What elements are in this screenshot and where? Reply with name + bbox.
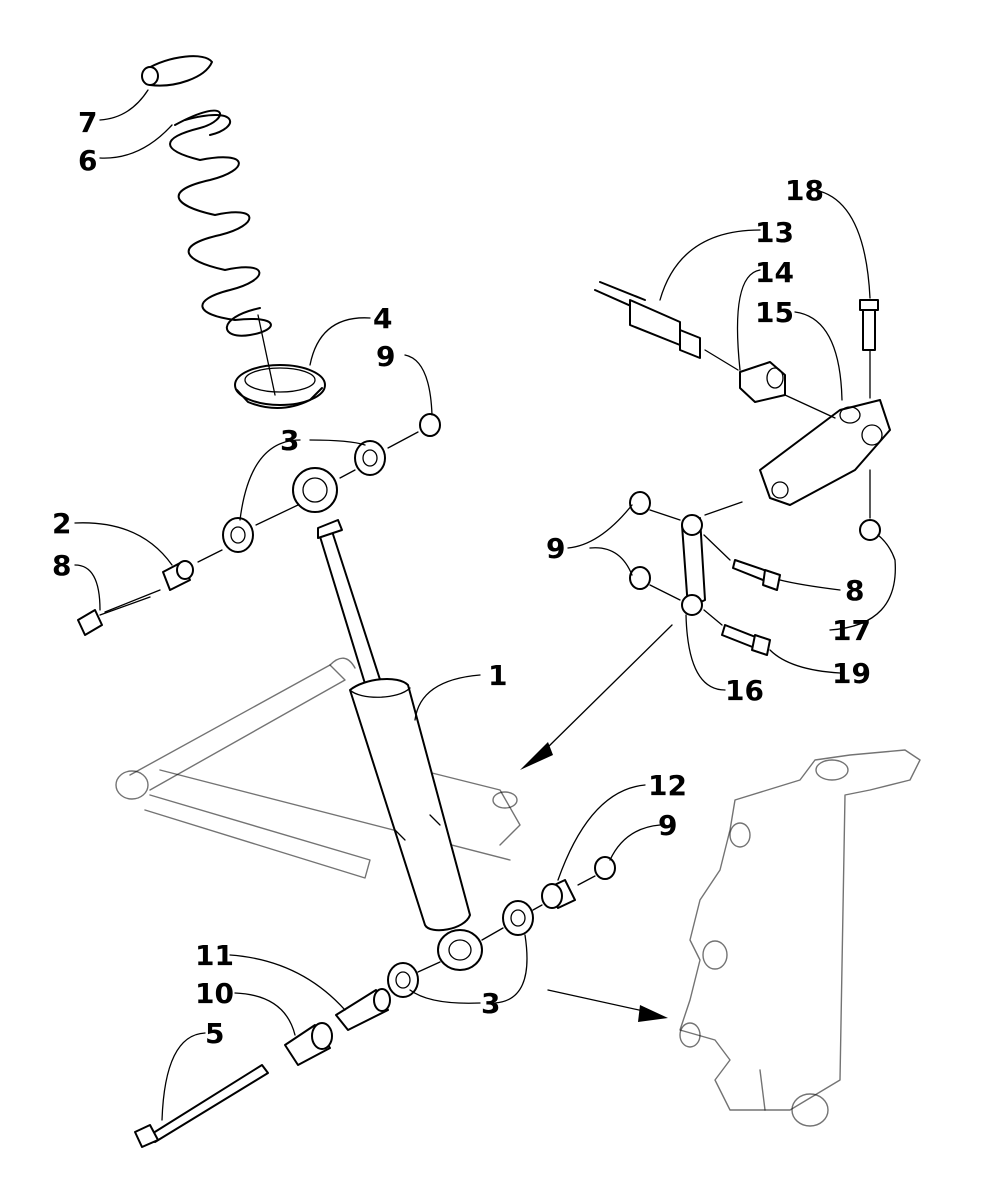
callout-5: 5: [205, 1017, 224, 1050]
callout-16: 16: [725, 674, 764, 707]
sway-bar: [594, 281, 701, 359]
spring-seat: [234, 364, 326, 410]
callout-4: 4: [373, 302, 392, 335]
upper-axis-line: [104, 431, 419, 613]
sway-bar-bushing: [739, 361, 786, 403]
lower-nut: [594, 856, 616, 880]
upper-nut: [419, 413, 441, 437]
callout-6: 6: [78, 144, 97, 177]
sway-axis-lines: [649, 349, 871, 626]
callout-18: 18: [785, 174, 824, 207]
sway-bar-arm: [759, 399, 891, 506]
spindle-ghost: [679, 749, 921, 1127]
upper-spacer: [162, 560, 194, 591]
upper-bushing-left: [222, 517, 254, 553]
spring-retainer: [141, 55, 213, 87]
sway-bar-bolt-18: [859, 299, 879, 351]
lower-sleeve-11: [335, 988, 391, 1031]
lower-bolt: [134, 1064, 269, 1148]
callout-3-upper: 3: [280, 424, 299, 457]
callout-3-lower: 3: [481, 987, 500, 1020]
lower-bushing-12: [541, 879, 576, 909]
link-nut-lower: [629, 566, 651, 590]
callout-12: 12: [648, 769, 687, 802]
link-bolt-19: [721, 624, 771, 656]
callout-8-upper: 8: [52, 549, 71, 582]
callout-10: 10: [195, 977, 234, 1010]
lower-sleeve-10: [284, 1022, 333, 1066]
upper-bolt: [77, 596, 151, 636]
callout-1: 1: [488, 659, 507, 692]
lower-bushing-right: [502, 900, 534, 936]
callout-2: 2: [52, 507, 71, 540]
sway-bar-link: [681, 514, 706, 616]
callout-17: 17: [832, 614, 871, 647]
callout-19: 19: [832, 657, 871, 690]
callout-7: 7: [78, 106, 97, 139]
lower-bushing-left: [387, 962, 419, 998]
a-arm-ghost: [115, 657, 521, 879]
callout-labels: 7 6 4 9 3 2 8 1 12 9 11 10 5 3 18 13 14 …: [52, 106, 871, 1050]
callout-9-lower: 9: [658, 809, 677, 842]
link-nut-upper: [629, 491, 651, 515]
callout-8-link: 8: [845, 574, 864, 607]
callout-9-link: 9: [546, 532, 565, 565]
callout-13: 13: [755, 216, 794, 249]
arrow-to-spindle: [547, 989, 668, 1022]
leader-lines: [74, 89, 896, 1121]
arrow-link-to-arm: [520, 624, 673, 770]
shock-absorber: [292, 467, 483, 971]
callout-14: 14: [755, 256, 794, 289]
lower-axis-line: [417, 875, 596, 973]
sway-bar-nut-17: [859, 519, 881, 541]
callout-15: 15: [755, 296, 794, 329]
callout-9-upper: 9: [376, 340, 395, 373]
link-bolt-8: [732, 559, 781, 591]
callout-11: 11: [195, 939, 234, 972]
upper-bushing-right: [354, 440, 386, 476]
coil-spring: [169, 109, 272, 337]
